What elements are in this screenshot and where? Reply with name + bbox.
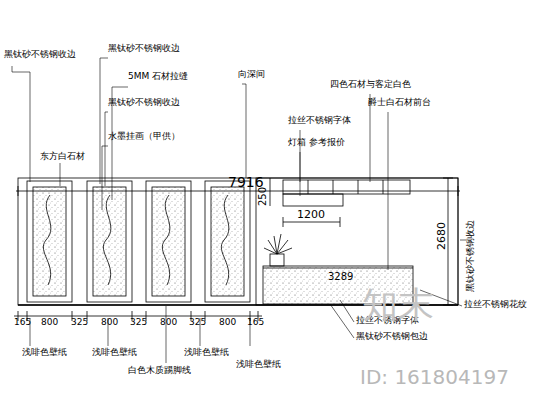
callout-note: 黑钛砂不锈钢收边 [108,98,180,108]
dimension: 2680 [436,222,448,250]
callout-note: 黑钛砂不锈钢包边 [356,332,428,342]
dimension: 325 [189,318,206,328]
dimension: 165 [247,318,264,328]
dimension: 250 [257,187,268,206]
callout-note: 东方白石材 [40,152,85,162]
callout-note: 拉丝不锈钢花纹 [464,300,527,310]
watermark: 知末 [362,285,434,325]
dimension: 165 [14,318,31,328]
dimension: 800 [160,318,177,328]
callout-note: 向深间 [238,70,265,80]
watermark: ID: 161804197 [360,366,509,388]
material-note: 浅啡色壁纸 [184,348,229,358]
material-note: 浅啡色壁纸 [22,348,67,358]
callout-note: 黑钛砂不锈钢收边 [466,220,476,292]
callout-note: 5MM 石材拉缝 [128,72,188,82]
callout-note: 四色石材与客定白色 [330,80,411,90]
dimension: 800 [41,318,58,328]
callout-note: 水墨挂画（甲供） [108,132,180,142]
dimension: 3289 [328,271,353,282]
material-note: 浅啡色壁纸 [236,360,281,370]
callout-note: 灯箱 参考报价 [288,138,345,148]
material-note: 白色木质踢脚线 [128,366,191,376]
material-note: 浅啡色壁纸 [92,348,137,358]
dimension: 1200 [297,209,325,221]
dimension: 800 [219,318,236,328]
callout-note: 黑钛砂不锈钢收边 [108,44,180,54]
dimension: 325 [71,318,88,328]
dimension: 325 [130,318,147,328]
callout-note: 爵士白石材前台 [368,98,431,108]
callout-note: 拉丝不锈钢字体 [288,116,351,126]
callout-note: 黑钛砂不锈钢收边 [4,50,76,60]
dimension: 800 [101,318,118,328]
